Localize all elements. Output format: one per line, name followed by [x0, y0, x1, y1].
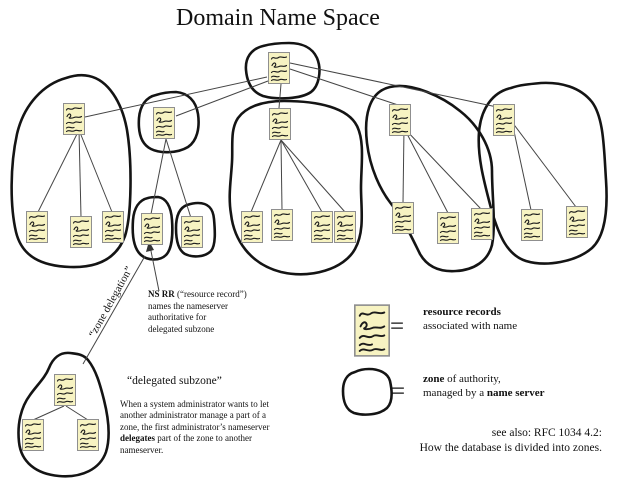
zone-outline-delegated-subzone	[17, 351, 110, 478]
resource-record-icon	[54, 374, 76, 406]
resource-record-icon	[269, 108, 291, 140]
ns-rr-line-1: NS RR (“resource record”)	[148, 289, 247, 299]
legend-zone-label: zone of authority, managed by a name ser…	[423, 373, 545, 399]
resource-record-icon	[77, 419, 99, 451]
resource-record-icon	[141, 213, 163, 245]
zone-outline-left	[10, 73, 132, 269]
resource-record-icon	[153, 107, 175, 139]
arrowhead-icon	[146, 241, 154, 252]
resource-record-icon	[271, 209, 293, 241]
resource-record-icon	[22, 419, 44, 451]
legend-resource-record-icon	[354, 304, 390, 357]
zone-outline-root	[244, 41, 321, 100]
zone-outline-center	[228, 99, 364, 276]
resource-record-icon	[521, 209, 543, 241]
delegation-note: When a system administrator wants to let…	[120, 399, 270, 455]
page-title: Domain Name Space	[176, 5, 380, 31]
resource-record-icon	[392, 202, 414, 234]
resource-record-icon	[311, 211, 333, 243]
see-also-line-1: see also: RFC 1034 4.2:	[491, 427, 602, 439]
zone-outline-center-left-child2	[174, 201, 217, 258]
resource-record-icon	[389, 104, 411, 136]
zone-outline-right	[477, 81, 608, 265]
resource-record-icon	[26, 211, 48, 243]
resource-record-icon	[70, 216, 92, 248]
ns-rr-bold: NS RR	[148, 289, 175, 299]
resource-record-icon	[268, 52, 290, 84]
resource-record-icon	[493, 104, 515, 136]
ns-rr-line-2: names the nameserver	[148, 300, 228, 311]
equals-icon: =	[391, 378, 405, 405]
zone-outlines	[10, 41, 608, 478]
resource-record-icon	[566, 206, 588, 238]
resource-record-icon	[181, 216, 203, 248]
delegated-subzone-label: “delegated subzone”	[127, 375, 222, 387]
ns-rr-pointer-line	[149, 245, 160, 292]
ns-rr-note: NS RR (“resource record”) names the name…	[148, 289, 280, 335]
annotation-lines	[82, 241, 160, 365]
zone-outline-center-left-parent	[137, 90, 200, 154]
resource-record-icon	[63, 103, 85, 135]
resource-record-icon	[102, 211, 124, 243]
ns-rr-line-3: authoritative for	[148, 312, 207, 322]
resource-record-icon	[437, 212, 459, 244]
resource-record-icon	[334, 211, 356, 243]
see-also-note: see also: RFC 1034 4.2: How the database…	[420, 426, 602, 455]
zone-outline-center-right	[364, 84, 496, 273]
delegates-bold: delegates	[120, 433, 155, 444]
zone-outline-center-left-child1	[131, 195, 174, 261]
resource-record-icon	[471, 208, 493, 240]
see-also-line-2: How the database is divided into zones.	[419, 441, 602, 454]
resource-record-icon	[241, 211, 263, 243]
zone-delegation-line	[82, 255, 146, 365]
legend-zone-outline-icon	[341, 367, 393, 416]
tree-edges	[32, 62, 577, 421]
equals-icon: =	[390, 313, 404, 340]
legend-resource-records-label: resource records associated with name	[423, 306, 518, 332]
ns-rr-line-4: delegated subzone	[148, 323, 215, 334]
